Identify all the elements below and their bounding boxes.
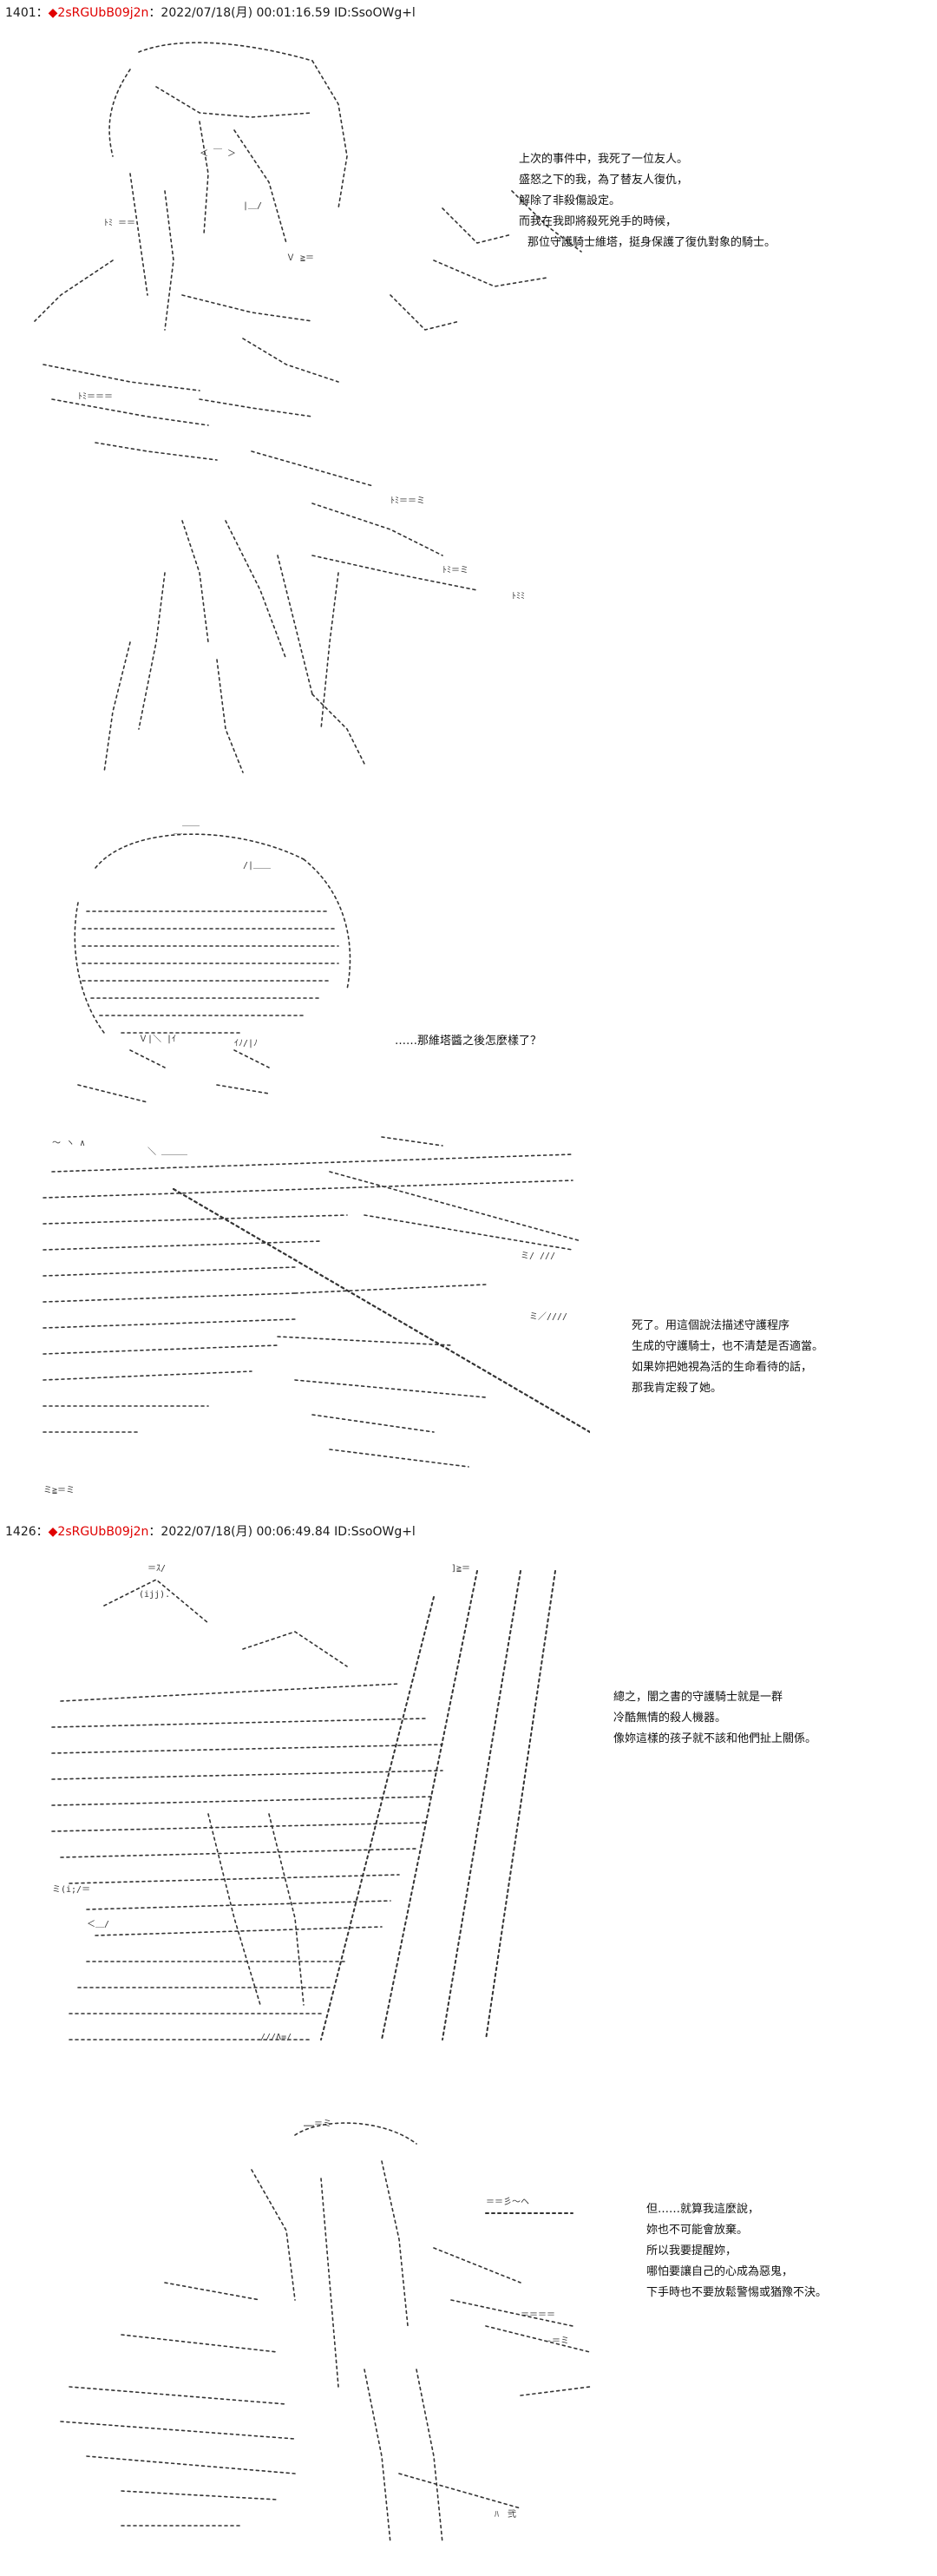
ascii-art-battle-slash: ～ ヽ ∧ ＼ ＿＿＿ ミ/ /// ミ／//// ミ≧＝ミ: [35, 1120, 590, 1502]
poster-trip: ◆2sRGUbB09j2n: [48, 6, 149, 20]
ascii-art-figure-sitting: ＜ ￣ ＞ |＿/ Ｖ ≧＝ ﾄﾐ ＝＝ ﾄﾐ＝＝＝ ﾄﾐ＝＝ミ ﾄﾐ＝ミ ﾄﾐ…: [26, 35, 599, 781]
ascii-art-head-closeup: ＿￣￣ /|＿＿ Ｖ|＼ |ｲ ｲﾉ/|ﾉ: [43, 807, 390, 1128]
post-header-1426: 1426：◆2sRGUbB09j2n：2022/07/18(月) 00:06:4…: [5, 1524, 416, 1540]
svg-text:-＝ミ: -＝ミ: [547, 2336, 569, 2346]
svg-text:ﾄﾐ＝＝＝: ﾄﾐ＝＝＝: [78, 392, 113, 402]
dialog-line: 妳也不可能會放棄。: [646, 2224, 749, 2237]
svg-text:]≧＝: ]≧＝: [451, 1564, 470, 1574]
dialog-line: 上次的事件中，我死了一位友人。: [519, 153, 689, 166]
svg-text:(ijj).: (ijj).: [139, 1590, 170, 1600]
dialog-line: 解除了非殺傷設定。: [519, 194, 621, 207]
svg-text:ﾊ 弐: ﾊ 弐: [495, 2509, 516, 2520]
dialog-line: 哪怕要讓自己的心成為惡鬼，: [646, 2265, 794, 2278]
dialog-line: 像妳這樣的孩子就不該和他們扯上關係。: [613, 1732, 817, 1745]
dialog-line: 那我肯定殺了她。: [632, 1382, 723, 1395]
post-separator: ：: [36, 1525, 49, 1539]
dialog-line: 那位守護騎士維塔，挺身保護了復仇對象的騎士。: [527, 236, 776, 249]
dialog-box-3: 死了。用這個說法描述守護程序 生成的守護騎士，也不清楚是否適當。 如果妳把她視為…: [632, 1316, 823, 1399]
svg-text:ミ/ ///: ミ/ ///: [521, 1252, 555, 1261]
post-meta: ：2022/07/18(月) 00:01:16.59 ID:SsoOWg+l: [148, 6, 416, 20]
svg-text:ミ(i;/＝: ミ(i;/＝: [52, 1885, 90, 1895]
svg-text:＼ ＿＿＿: ＼ ＿＿＿: [147, 1147, 187, 1157]
post-meta: ：2022/07/18(月) 00:06:49.84 ID:SsoOWg+l: [148, 1525, 416, 1539]
svg-text:ミ≧＝ミ: ミ≧＝ミ: [43, 1486, 75, 1495]
dialog-line: 但……就算我這麼說，: [646, 2203, 760, 2216]
dialog-line: 生成的守護騎士，也不清楚是否適當。: [632, 1340, 824, 1353]
svg-text:|＿/: |＿/: [243, 201, 262, 211]
ascii-art-armored-knights: ＝ｽ/ ]≧＝ (ijj). ミ(i;/＝ ＜＿/ ///Λ=/: [35, 1554, 590, 2074]
post-number: 1401: [5, 6, 36, 20]
svg-text:＜ ￣ ＞: ＜ ￣ ＞: [200, 148, 236, 159]
svg-text:＜＿/: ＜＿/: [87, 1920, 109, 1929]
svg-text:＝＝＝＝: ＝＝＝＝: [521, 2310, 555, 2320]
ascii-art-figure-blade: ……＝ミ ＝＝彡～ヘ ＝＝＝＝ -＝ミ ﾊ 弐: [35, 2109, 625, 2560]
dialog-line: 如果妳把她視為活的生命看待的話，: [632, 1361, 813, 1374]
dialog-line: 盛怒之下的我，為了替友人復仇，: [519, 174, 689, 187]
dialog-line: 死了。用這個說法描述守護程序: [632, 1319, 790, 1332]
post-number: 1426: [5, 1525, 36, 1539]
svg-text:ﾄﾐﾐ: ﾄﾐﾐ: [512, 592, 525, 601]
svg-text:＝＝彡～ヘ: ＝＝彡～ヘ: [486, 2198, 529, 2207]
svg-text:ミ／////: ミ／////: [529, 1311, 567, 1322]
svg-text:＿￣￣: ＿￣￣: [174, 825, 200, 836]
svg-text:ﾄﾐ＝ミ: ﾄﾐ＝ミ: [442, 566, 468, 575]
dialog-line: 下手時也不要放鬆警惕或猶豫不決。: [646, 2286, 828, 2299]
svg-text:＝ｽ/: ＝ｽ/: [147, 1564, 166, 1574]
poster-trip: ◆2sRGUbB09j2n: [48, 1525, 149, 1539]
dialog-box-1: 上次的事件中，我死了一位友人。 盛怒之下的我，為了替友人復仇， 解除了非殺傷設定…: [519, 149, 776, 253]
svg-text:///Λ=/: ///Λ=/: [260, 2033, 292, 2042]
svg-text:……＝ミ: ……＝ミ: [304, 2119, 331, 2129]
post-header-1401: 1401：◆2sRGUbB09j2n：2022/07/18(月) 00:01:1…: [5, 5, 416, 21]
dialog-line: 總之，闇之書的守護騎士就是一群: [613, 1691, 783, 1704]
svg-text:ｲﾉ/|ﾉ: ｲﾉ/|ﾉ: [234, 1039, 258, 1048]
svg-text:ﾄﾐ ＝＝: ﾄﾐ ＝＝: [104, 219, 135, 228]
dialog-line: 而我在我即將殺死兇手的時候，: [519, 215, 678, 228]
svg-text:/|＿＿: /|＿＿: [243, 861, 271, 871]
dialog-box-5: 但……就算我這麼說， 妳也不可能會放棄。 所以我要提醒妳， 哪怕要讓自己的心成為…: [646, 2199, 827, 2303]
dialog-box-2: ……那維塔醬之後怎麼樣了？: [395, 1031, 541, 1052]
dialog-box-4: 總之，闇之書的守護騎士就是一群 冷酷無情的殺人機器。 像妳這樣的孩子就不該和他們…: [613, 1687, 816, 1750]
dialog-line: ……那維塔醬之後怎麼樣了？: [395, 1035, 542, 1048]
svg-text:Ｖ ≧＝: Ｖ ≧＝: [286, 253, 314, 263]
svg-text:ﾄﾐ＝＝ミ: ﾄﾐ＝＝ミ: [390, 496, 425, 506]
svg-text:～ ヽ ∧: ～ ヽ ∧: [52, 1139, 85, 1148]
dialog-line: 所以我要提醒妳，: [646, 2244, 737, 2257]
svg-text:Ｖ|＼ |ｲ: Ｖ|＼ |ｲ: [139, 1034, 176, 1044]
dialog-line: 冷酷無情的殺人機器。: [613, 1712, 727, 1725]
post-separator: ：: [36, 6, 49, 20]
